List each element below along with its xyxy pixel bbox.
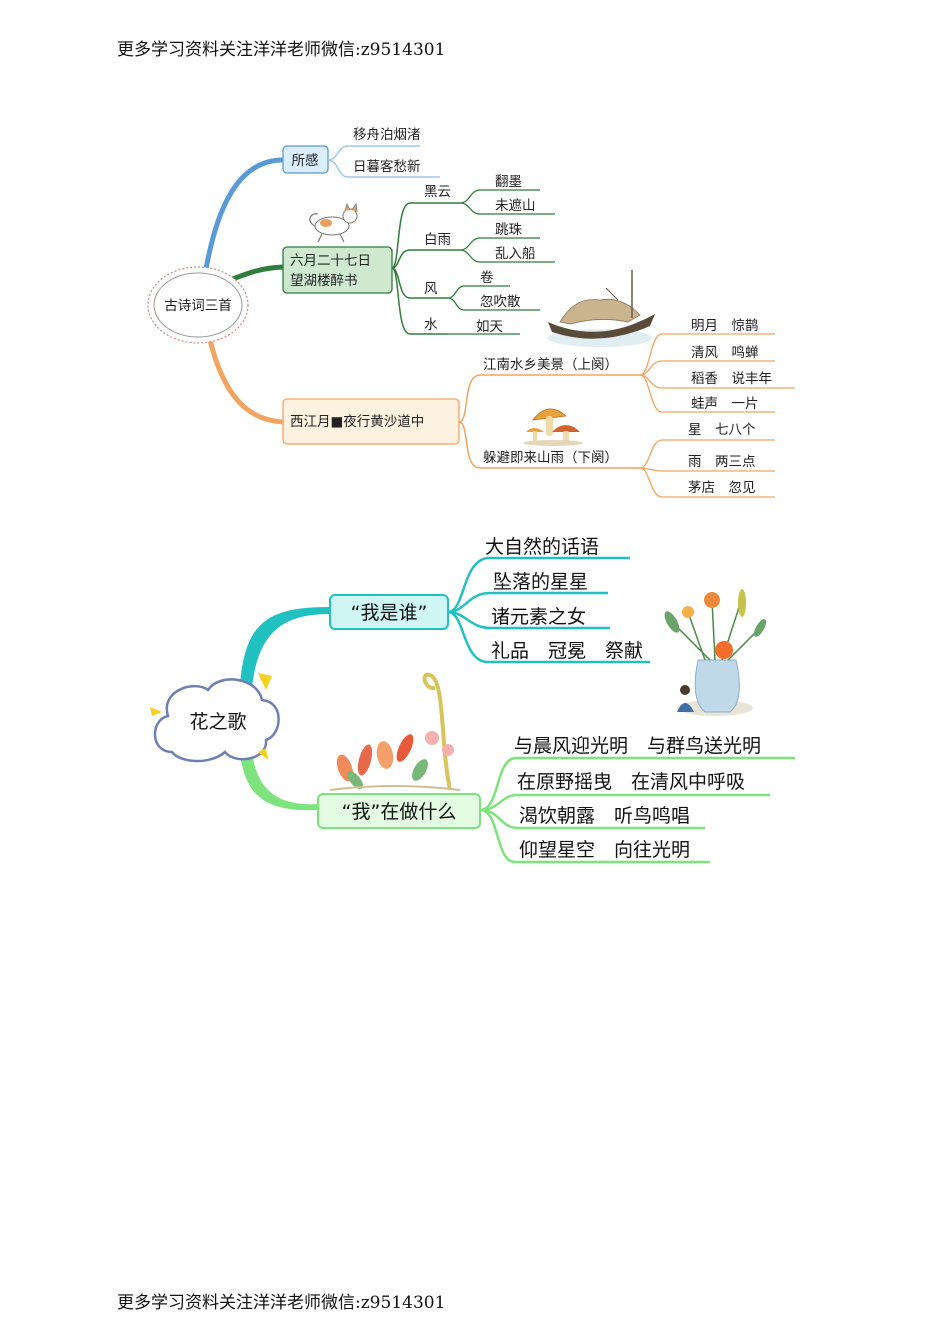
- mindmap-ancient-poems: 古诗词三首 所感 移舟泊烟渚 日暮客愁新 六月二十七日 望湖楼醉书 黑云 白雨 …: [147, 127, 795, 498]
- leaf-rutian: 如天: [476, 319, 503, 335]
- leaf-washeng: 蛙声 一片: [691, 396, 759, 412]
- node-woshishui-label: “我是谁”: [351, 602, 428, 624]
- leaf-maodian: 茅店 忽见: [688, 480, 756, 496]
- branch-line-wozaizuo: [240, 752, 320, 811]
- node-wanghulou-line2: 望湖楼醉书: [290, 273, 358, 289]
- branch-line-suogan: [202, 157, 284, 276]
- cat-illustration: [309, 202, 358, 243]
- branch-line-woshishui: [240, 607, 330, 688]
- leaf-suogan-1: 移舟泊烟渚: [353, 127, 421, 143]
- leaf-zhuiluo: 坠落的星星: [493, 571, 588, 593]
- leaf-chenfeng: 与晨风迎光明 与群鸟送光明: [514, 735, 761, 757]
- leaf-juan: 卷: [480, 270, 494, 286]
- page-header: 更多学习资料关注洋洋老师微信:z9514301: [117, 40, 446, 60]
- node-suogan-label: 所感: [292, 152, 319, 169]
- leaf-huchuisan: 忽吹散: [480, 294, 521, 310]
- root-cloud-2: 花之歌: [153, 678, 280, 763]
- node-wozaizuo-label: “我”在做什么: [342, 801, 457, 823]
- flower-illustration: [329, 672, 461, 791]
- sub-xiaque: 躲避即来山雨（下阕）: [483, 450, 618, 466]
- vase-illustration: [664, 589, 767, 716]
- spark-decor: [258, 673, 272, 690]
- leaf-lipin: 礼品 冠冕 祭献: [491, 640, 643, 662]
- node-wanghulou-box: [282, 246, 393, 294]
- leaf-daoxiang: 稻香 说丰年: [691, 371, 772, 387]
- leaf-zhuyuansu: 诸元素之女: [491, 606, 586, 628]
- sub-feng: 风: [424, 281, 438, 297]
- leaf-xing: 星 七八个: [688, 422, 756, 438]
- root-label: 古诗词三首: [164, 298, 232, 314]
- sub-heiyun: 黑云: [424, 184, 451, 200]
- leaf-daziran: 大自然的话语: [485, 536, 599, 558]
- sub-baiyu: 白雨: [424, 232, 451, 248]
- leaf-yu: 雨 两三点: [688, 454, 756, 470]
- leaf-zhaolu: 渴饮朝露 听鸟鸣唱: [519, 805, 690, 827]
- root-label-2: 花之歌: [189, 711, 246, 733]
- branch-line-xijiangyue: [207, 339, 284, 425]
- leaf-tiaozhu: 跳珠: [495, 222, 523, 238]
- spark-decor: [258, 748, 268, 760]
- sub-shangque: 江南水乡美景（上阕）: [483, 357, 618, 373]
- leaf-weizheshan: 未遮山: [495, 198, 536, 214]
- leaf-xingkong: 仰望星空 向往光明: [519, 839, 690, 861]
- leaf-yaoye: 在原野摇曳 在清风中呼吸: [517, 771, 745, 793]
- mushroom-illustration: [523, 408, 583, 446]
- sub-shui: 水: [424, 317, 438, 333]
- leaf-suogan-2: 日暮客愁新: [353, 158, 421, 175]
- leaf-fanmo: 翻墨: [495, 174, 522, 190]
- spark-decor: [150, 707, 162, 716]
- root-cloud: 古诗词三首: [147, 266, 249, 344]
- mindmap-flower-song: 花之歌 “我是谁” 大自然的话语 坠落的星星 诸元素之女 礼品 冠冕 祭献: [150, 536, 795, 864]
- node-xijiangyue-label: 西江月■夜行黄沙道中: [290, 414, 424, 430]
- leaf-mingyue: 明月 惊鹊: [691, 317, 759, 334]
- boat-illustration: [548, 270, 655, 347]
- page-footer: 更多学习资料关注洋洋老师微信:z9514301: [117, 1293, 446, 1313]
- leaf-luanruchuan: 乱入船: [495, 246, 536, 262]
- node-wanghulou-line1: 六月二十七日: [290, 253, 371, 269]
- leaf-qingfeng: 清风 鸣蝉: [691, 344, 759, 361]
